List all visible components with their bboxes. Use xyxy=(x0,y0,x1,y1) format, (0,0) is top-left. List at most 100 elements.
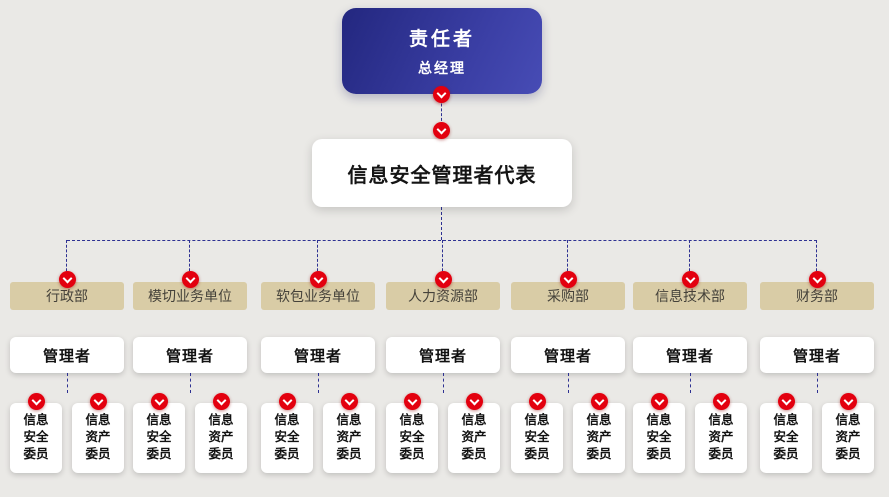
connector-line xyxy=(441,207,442,240)
chevron-down-icon xyxy=(469,395,479,405)
manager-label: 管理者 xyxy=(792,346,841,365)
manager-label: 管理者 xyxy=(165,346,214,365)
manager-label: 管理者 xyxy=(42,346,91,365)
arrow-down-icon xyxy=(340,393,358,410)
department-column: 人力资源部 管理者 信息安全委员 信息资产委员 xyxy=(386,271,500,473)
asset-committee-box: 信息资产委员 xyxy=(323,403,375,473)
department-label: 采购部 xyxy=(547,289,589,305)
tree-connector-line xyxy=(189,240,190,276)
asset-committee-box: 信息资产委员 xyxy=(72,403,124,473)
department-column: 财务部 管理者 信息安全委员 信息资产委员 xyxy=(760,271,874,473)
arrow-down-icon xyxy=(58,271,76,288)
security-committee-box: 信息安全委员 xyxy=(633,403,685,473)
arrow-down-icon xyxy=(434,271,452,288)
asset-committee: 信息资产委员 xyxy=(72,393,124,473)
arrow-down-icon xyxy=(278,393,296,410)
committee-row: 信息安全委员 信息资产委员 xyxy=(261,393,375,473)
chevron-down-icon xyxy=(282,395,292,405)
chevron-down-icon xyxy=(594,395,604,405)
root-box: 责任者 总经理 xyxy=(342,8,542,94)
arrow-down-icon xyxy=(433,122,450,139)
root-title: 责任者 xyxy=(408,28,475,50)
chevron-down-icon xyxy=(154,395,164,405)
chevron-down-icon xyxy=(62,273,72,283)
committee-row: 信息安全委员 信息资产委员 xyxy=(133,393,247,473)
chevron-down-icon xyxy=(436,124,447,134)
manager-box: 管理者 xyxy=(760,337,874,373)
arrow-down-icon xyxy=(528,393,546,410)
committee-row: 信息安全委员 信息资产委员 xyxy=(10,393,124,473)
chevron-down-icon xyxy=(93,395,103,405)
arrow-down-icon xyxy=(27,393,45,410)
arrow-down-icon xyxy=(89,393,107,410)
tree-connector-line xyxy=(567,240,568,276)
arrow-down-icon xyxy=(433,86,450,103)
arrow-down-icon xyxy=(777,393,795,410)
chevron-down-icon xyxy=(843,395,853,405)
chevron-down-icon xyxy=(216,395,226,405)
department-column: 模切业务单位 管理者 信息安全委员 信息资产委员 xyxy=(133,271,247,473)
tree-connector-line xyxy=(442,240,443,276)
manager-label: 管理者 xyxy=(665,346,714,365)
asset-committee-box: 信息资产委员 xyxy=(822,403,874,473)
connector-line xyxy=(689,373,691,393)
security-committee-box: 信息安全委员 xyxy=(10,403,62,473)
connector-line xyxy=(816,373,818,393)
chevron-down-icon xyxy=(313,273,323,283)
committee-row: 信息安全委员 信息资产委员 xyxy=(760,393,874,473)
tree-connector-line xyxy=(816,240,817,276)
asset-committee-box: 信息资产委员 xyxy=(195,403,247,473)
manager-label: 管理者 xyxy=(418,346,467,365)
manager-box: 管理者 xyxy=(511,337,625,373)
connector-line xyxy=(189,373,191,393)
chevron-down-icon xyxy=(532,395,542,405)
asset-committee: 信息资产委员 xyxy=(573,393,625,473)
manager-box: 管理者 xyxy=(261,337,375,373)
chevron-down-icon xyxy=(31,395,41,405)
security-committee-box: 信息安全委员 xyxy=(760,403,812,473)
chevron-down-icon xyxy=(438,273,448,283)
department-column: 信息技术部 管理者 信息安全委员 信息资产委员 xyxy=(633,271,747,473)
tree-connector-line xyxy=(689,240,690,276)
arrow-down-icon xyxy=(181,271,199,288)
arrow-down-icon xyxy=(465,393,483,410)
tree-connector-line xyxy=(317,240,318,276)
security-committee: 信息安全委员 xyxy=(386,393,438,473)
chevron-down-icon xyxy=(812,273,822,283)
department-label: 模切业务单位 xyxy=(148,289,232,305)
chevron-down-icon xyxy=(344,395,354,405)
arrow-down-icon xyxy=(559,271,577,288)
security-committee: 信息安全委员 xyxy=(511,393,563,473)
asset-committee: 信息资产委员 xyxy=(195,393,247,473)
department-label: 财务部 xyxy=(796,289,838,305)
department-label: 人力资源部 xyxy=(408,289,478,305)
manager-box: 管理者 xyxy=(133,337,247,373)
security-committee: 信息安全委员 xyxy=(10,393,62,473)
asset-committee: 信息资产委员 xyxy=(695,393,747,473)
department-label: 软包业务单位 xyxy=(276,289,360,305)
manager-label: 管理者 xyxy=(293,346,342,365)
security-committee: 信息安全委员 xyxy=(633,393,685,473)
arrow-down-icon xyxy=(681,271,699,288)
security-committee: 信息安全委员 xyxy=(133,393,185,473)
asset-committee: 信息资产委员 xyxy=(323,393,375,473)
chevron-down-icon xyxy=(436,88,447,98)
committee-row: 信息安全委员 信息资产委员 xyxy=(633,393,747,473)
arrow-down-icon xyxy=(403,393,421,410)
committee-row: 信息安全委员 信息资产委员 xyxy=(386,393,500,473)
manager-box: 管理者 xyxy=(386,337,500,373)
manager-box: 管理者 xyxy=(10,337,124,373)
connector-line xyxy=(66,373,68,393)
arrow-down-icon xyxy=(712,393,730,410)
arrow-down-icon xyxy=(650,393,668,410)
security-committee: 信息安全委员 xyxy=(760,393,812,473)
connector-line xyxy=(442,373,444,393)
manager-box: 管理者 xyxy=(633,337,747,373)
asset-committee: 信息资产委员 xyxy=(448,393,500,473)
security-committee-box: 信息安全委员 xyxy=(133,403,185,473)
security-committee-box: 信息安全委员 xyxy=(386,403,438,473)
connector-line xyxy=(317,373,319,393)
chevron-down-icon xyxy=(685,273,695,283)
arrow-down-icon xyxy=(839,393,857,410)
